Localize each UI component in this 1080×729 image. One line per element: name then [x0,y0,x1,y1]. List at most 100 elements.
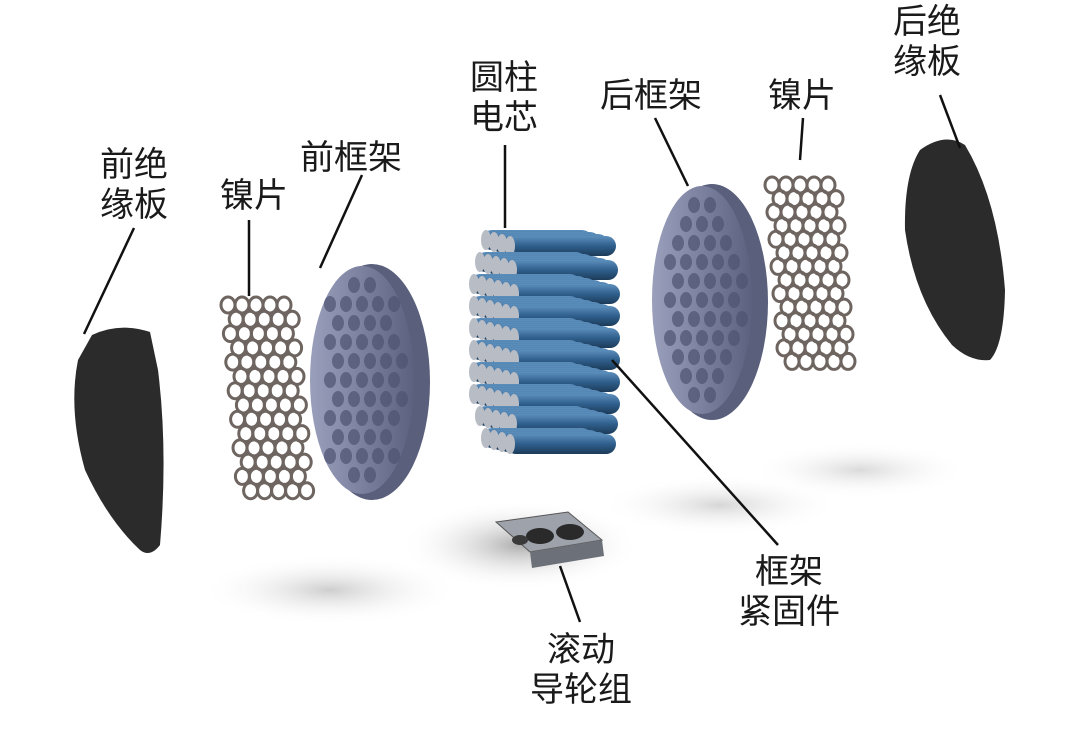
cell-cap [469,340,479,360]
front-nickel-sheet [219,295,316,501]
cell-cap [493,302,503,322]
frame-hole [664,254,676,270]
frame-hole [388,410,400,426]
frame-hole [356,448,368,464]
frame-hole [720,311,732,327]
frame-hole [720,235,732,251]
frame-hole [396,391,408,407]
rear-insulation-plate [904,139,1005,361]
frame-hole [704,349,716,365]
frame-hole [696,254,708,270]
frame-hole [364,315,376,331]
frame-hole [380,429,392,445]
cell-cap [497,234,507,254]
frame-hole [340,410,352,426]
frame-hole [720,349,732,365]
frame-hole [728,254,740,270]
cell-cap [477,342,487,362]
label-rear-insulation-plate: 后绝 缘板 [893,2,961,82]
frame-hole [704,197,716,213]
frame-hole [736,273,748,289]
frame-hole [324,410,336,426]
label-cylindrical-cells: 圆柱 电芯 [470,58,538,138]
cell-cap [481,230,491,250]
frame-hole [340,372,352,388]
cell-cap [483,254,493,274]
frame-hole [712,292,724,308]
frame-hole [680,254,692,270]
cell-cap [499,258,509,278]
cell-cap [505,236,515,256]
cell-cap [493,324,503,344]
frame-hole [688,273,700,289]
label-rear-frame: 后框架 [600,76,702,116]
frame-hole [356,372,368,388]
frame-hole [388,296,400,312]
frame-hole [696,368,708,384]
frame-hole [332,315,344,331]
frame-hole [664,330,676,346]
frame-hole [380,353,392,369]
frame-hole [324,296,336,312]
frame-hole [364,277,376,293]
label-front-frame: 前框架 [300,138,402,178]
cell-cap [469,362,479,382]
frame-hole [388,448,400,464]
frame-hole [704,273,716,289]
frame-hole [712,330,724,346]
frame-hole [696,330,708,346]
frame-hole [340,448,352,464]
frame-hole [680,368,692,384]
frame-hole [324,334,336,350]
frame-hole [396,353,408,369]
frame-hole [364,429,376,445]
frame-hole [688,197,700,213]
frame-hole [388,334,400,350]
cell-body [506,434,616,454]
cell-cap [469,296,479,316]
label-rear-nickel-sheet: 镍片 [768,76,836,116]
nickel-ring [839,351,857,371]
frame-hole [324,372,336,388]
frame-hole [712,216,724,232]
cell-cap [493,346,503,366]
leader-lines [82,94,962,623]
cell-cap [477,298,487,318]
frame-hole [348,429,360,445]
cell-cap [483,408,493,428]
cell-cap [481,428,491,448]
frame-hole [720,273,732,289]
frame-hole [688,311,700,327]
roller-guide-assembly [494,511,604,568]
cell-cap [469,318,479,338]
frame-hole [680,330,692,346]
nickel-ring [256,481,274,501]
frame-hole [340,296,352,312]
rear-frame-holes [664,197,748,403]
cylindrical-cell-pack [469,230,620,454]
frame-hole [356,296,368,312]
frame-hole [372,296,384,312]
frame-hole [348,277,360,293]
cell-cap [489,232,499,252]
frame-hole [664,292,676,308]
frame-hole [364,391,376,407]
frame-hole [356,334,368,350]
frame-hole [348,315,360,331]
label-roller-guide: 滚动 导轮组 [530,630,632,710]
frame-hole [372,334,384,350]
cell-cap [485,344,495,364]
front-frame-holes [324,277,408,483]
cell-cap [475,252,485,272]
cell-cap [505,434,515,454]
cell-cap [493,280,503,300]
cell-cap [489,430,499,450]
cell-cap [477,386,487,406]
nickel-ring [811,351,829,371]
frame-hole [372,372,384,388]
cell-cap [485,278,495,298]
frame-hole [728,292,740,308]
cell-cap [493,390,503,410]
cell-cap [469,274,479,294]
